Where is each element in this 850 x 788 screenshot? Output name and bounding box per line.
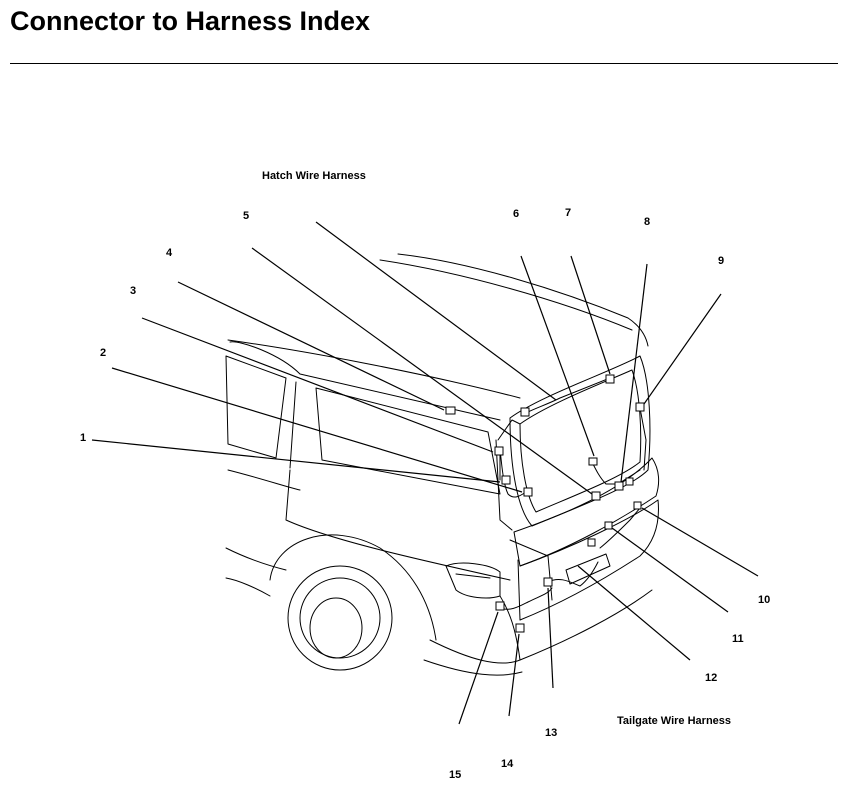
connector-9 bbox=[635, 402, 645, 412]
leader-13 bbox=[547, 587, 554, 689]
connector-1 bbox=[501, 475, 511, 485]
connector-8 bbox=[614, 481, 624, 491]
callout-4: 4 bbox=[166, 247, 173, 259]
connectors bbox=[445, 374, 645, 633]
leader-lines bbox=[91, 221, 759, 725]
tailgate-harness-label: Tailgate Wire Harness bbox=[617, 715, 731, 727]
callout-3: 3 bbox=[130, 285, 136, 297]
leader-14 bbox=[508, 633, 520, 717]
vehicle-outline bbox=[225, 253, 660, 676]
callout-13: 13 bbox=[545, 727, 557, 739]
leader-9 bbox=[643, 293, 722, 405]
callout-7: 7 bbox=[565, 207, 571, 219]
leader-6 bbox=[520, 255, 595, 457]
callout-10: 10 bbox=[758, 594, 770, 606]
connector-extra bbox=[591, 491, 601, 501]
callout-15: 15 bbox=[449, 769, 461, 781]
callout-12: 12 bbox=[705, 672, 717, 684]
connector-6 bbox=[588, 457, 598, 466]
callout-5: 5 bbox=[243, 210, 249, 222]
leader-15 bbox=[458, 611, 499, 725]
leader-1 bbox=[91, 439, 501, 483]
leader-3 bbox=[141, 317, 494, 453]
connector-2 bbox=[494, 446, 504, 456]
leader-4 bbox=[177, 281, 445, 411]
connector-11 bbox=[604, 521, 613, 530]
leader-5 bbox=[251, 247, 593, 495]
connector-4 bbox=[523, 487, 533, 497]
callout-6: 6 bbox=[513, 208, 519, 220]
connector-5 bbox=[520, 407, 530, 417]
leader-7 bbox=[570, 255, 611, 375]
connector-13 bbox=[543, 577, 553, 587]
leader-10 bbox=[641, 507, 759, 577]
connector-7 bbox=[605, 374, 615, 384]
connector-10 bbox=[633, 501, 642, 510]
leader-2 bbox=[111, 367, 523, 493]
callout-8: 8 bbox=[644, 216, 650, 228]
page-title: Connector to Harness Index bbox=[10, 6, 371, 36]
leader-12 bbox=[577, 565, 691, 661]
leader-8 bbox=[620, 263, 648, 483]
connector-12 bbox=[587, 538, 596, 547]
callout-14: 14 bbox=[501, 758, 514, 770]
title-divider bbox=[10, 63, 838, 64]
callout-9: 9 bbox=[718, 255, 724, 267]
connector-15 bbox=[495, 601, 505, 611]
callout-1: 1 bbox=[80, 432, 86, 444]
leader-5b bbox=[315, 221, 557, 401]
callout-11: 11 bbox=[732, 633, 744, 645]
tailgate-harness-wire bbox=[499, 507, 641, 610]
leader-11 bbox=[611, 527, 729, 613]
connector-extra-2 bbox=[625, 477, 634, 486]
connector-14 bbox=[515, 623, 525, 633]
callout-2: 2 bbox=[100, 347, 106, 359]
hatch-harness-label: Hatch Wire Harness bbox=[262, 170, 366, 182]
connector-3 bbox=[445, 406, 456, 415]
